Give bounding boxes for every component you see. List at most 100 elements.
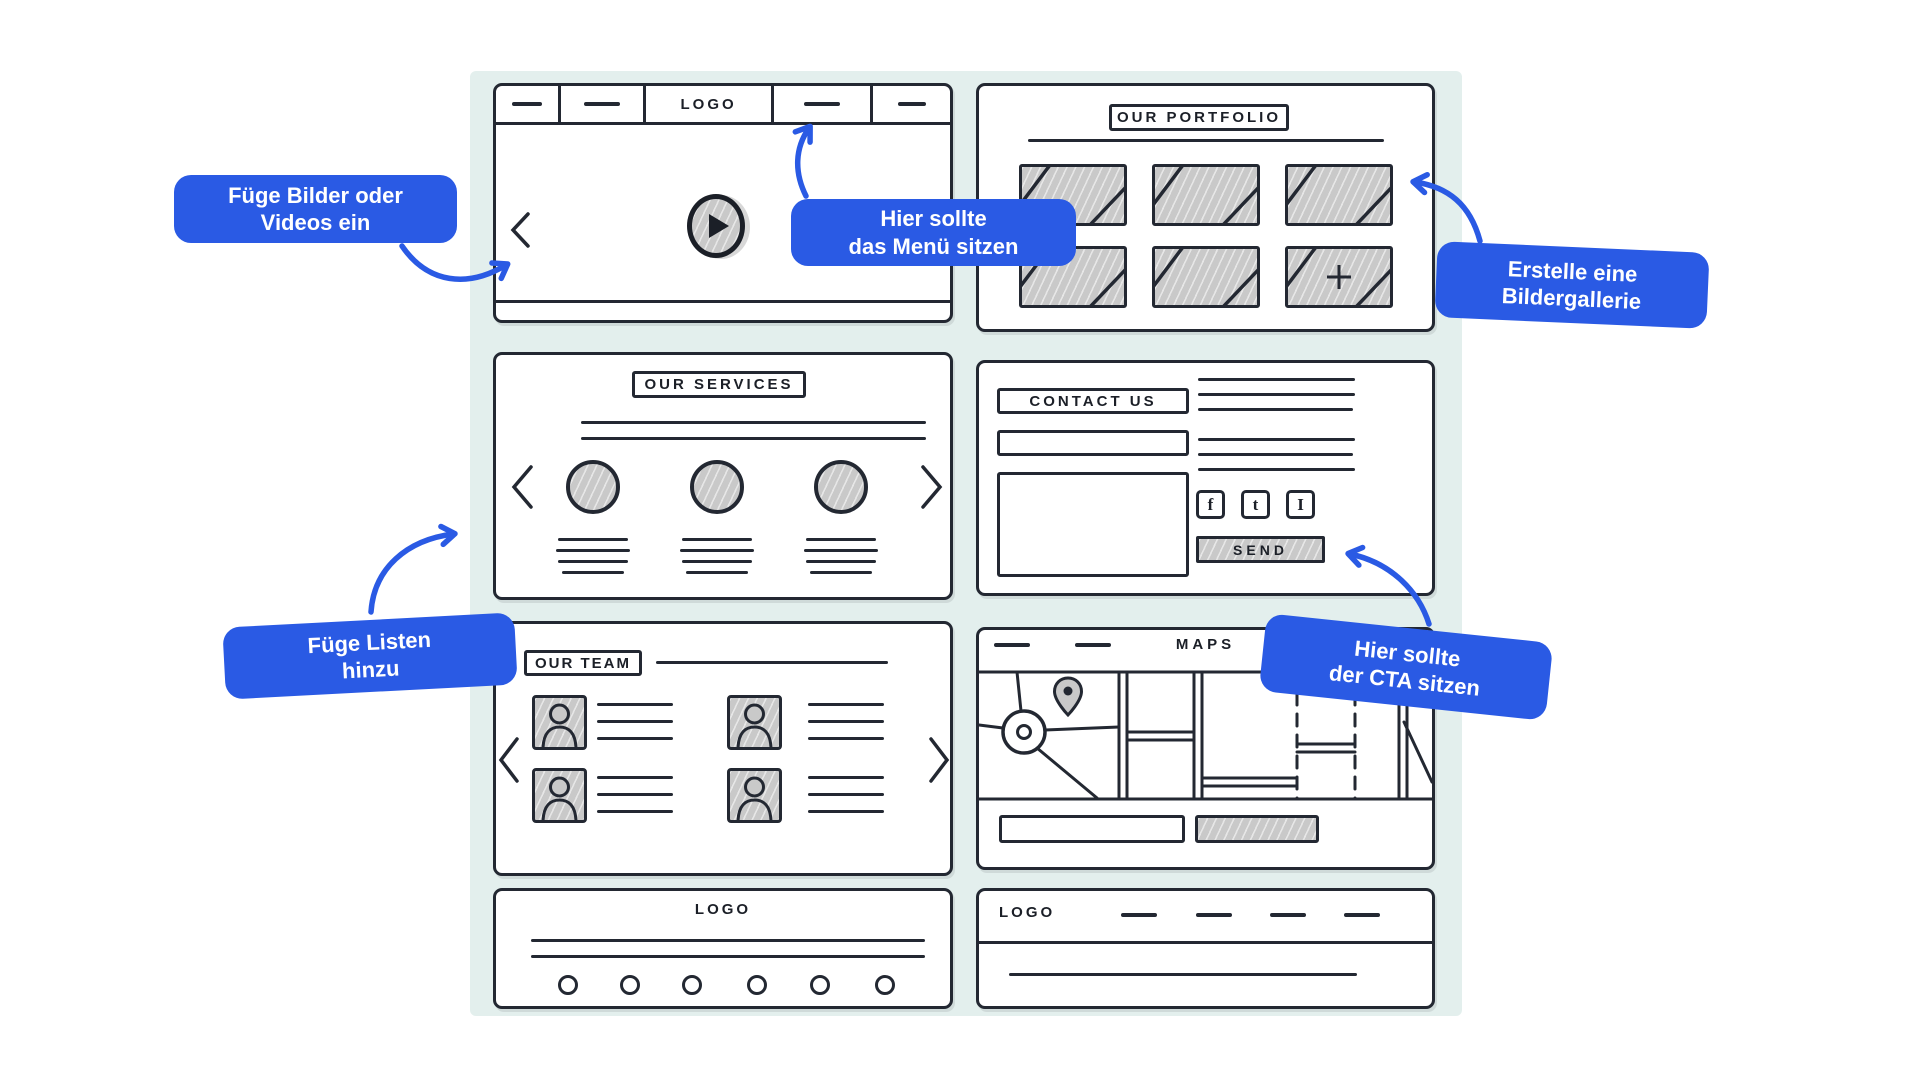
gallery-thumbnail <box>1152 246 1260 308</box>
placeholder-line <box>656 661 888 664</box>
menu-item-placeholder <box>561 86 647 122</box>
twitter-icon: t <box>1241 490 1270 519</box>
menu-item-placeholder <box>873 86 950 122</box>
contact-title: CONTACT US <box>997 388 1189 414</box>
callout-text-line: hinzu <box>341 655 401 684</box>
callout-text-line: Videos ein <box>260 210 371 235</box>
gallery-thumbnail <box>1152 164 1260 226</box>
map-pin-icon <box>1052 676 1084 718</box>
services-title: OUR SERVICES <box>632 371 806 398</box>
menu-dash <box>584 102 621 106</box>
team-member-avatar <box>532 768 587 823</box>
menu-item-placeholder <box>496 86 562 122</box>
wireframe-footer-left: LOGO <box>493 888 953 1009</box>
callout-text-line: Bildergallerie <box>1501 282 1642 315</box>
contact-textarea-field <box>997 472 1189 577</box>
wireframe-contact-section: CONTACT US f t I SEND <box>976 360 1435 596</box>
map-button <box>1195 815 1319 843</box>
placeholder-line <box>804 549 878 552</box>
menu-dash <box>897 102 926 106</box>
logo-text: LOGO <box>646 86 775 122</box>
footer-divider <box>979 941 1432 944</box>
footer-logo-text: LOGO <box>999 904 1056 921</box>
team-title: OUR TEAM <box>524 650 642 676</box>
menu-bar: LOGO <box>496 86 950 125</box>
placeholder-line <box>597 810 673 813</box>
send-button: SEND <box>1196 536 1325 563</box>
placeholder-line <box>1198 468 1355 471</box>
placeholder-line <box>806 560 876 563</box>
placeholder-line <box>808 810 884 813</box>
placeholder-line <box>1198 453 1353 456</box>
map-input-field <box>999 815 1185 843</box>
placeholder-line <box>808 793 884 796</box>
placeholder-line <box>581 437 926 440</box>
placeholder-line <box>808 737 884 740</box>
menu-dash <box>804 102 841 106</box>
menu-dash <box>512 102 543 106</box>
team-member-avatar <box>727 695 782 750</box>
placeholder-line <box>682 538 752 541</box>
placeholder-line <box>531 939 925 942</box>
footer-dot <box>558 975 578 995</box>
footer-logo-text: LOGO <box>694 901 752 918</box>
callout-text-line: Hier sollte <box>880 206 987 232</box>
placeholder-line <box>597 776 673 779</box>
callout-text-line: Füge Listen <box>306 626 432 658</box>
menu-dash <box>994 643 1030 647</box>
placeholder-line <box>806 538 876 541</box>
wireframe-footer-right: LOGO <box>976 888 1435 1009</box>
callout-menu: Hier sollte das Menü sitzen <box>791 199 1076 266</box>
menu-dash <box>1270 913 1306 917</box>
placeholder-line <box>808 776 884 779</box>
carousel-left-chevron-icon <box>509 212 531 248</box>
placeholder-line <box>1198 408 1353 411</box>
placeholder-line <box>680 549 754 552</box>
service-item-circle <box>566 460 620 514</box>
wireframe-services-section: OUR SERVICES <box>493 352 953 600</box>
callout-gallery: Erstelle eine Bildergallerie <box>1434 241 1710 329</box>
map-illustration <box>979 670 1432 801</box>
instagram-icon: I <box>1286 490 1315 519</box>
menu-item-placeholder <box>774 86 874 122</box>
menu-dash <box>1121 913 1157 917</box>
callout-lists: Füge Listen hinzu <box>222 612 518 700</box>
placeholder-line <box>808 720 884 723</box>
callout-text-line: das Menü sitzen <box>848 233 1019 259</box>
placeholder-line <box>597 703 673 706</box>
menu-dash <box>1075 643 1111 647</box>
callout-images: Füge Bilder oder Videos ein <box>174 175 457 243</box>
footer-dot <box>810 975 830 995</box>
placeholder-line <box>810 571 872 574</box>
placeholder-line <box>558 560 628 563</box>
gallery-thumbnail <box>1285 164 1393 226</box>
team-member-avatar <box>727 768 782 823</box>
placeholder-line <box>597 737 673 740</box>
carousel-left-chevron-icon <box>498 737 520 783</box>
contact-input-field <box>997 430 1189 456</box>
facebook-icon: f <box>1196 490 1225 519</box>
team-member-avatar <box>532 695 587 750</box>
placeholder-line <box>682 560 752 563</box>
placeholder-line <box>558 538 628 541</box>
gallery-add-thumbnail <box>1285 246 1393 308</box>
plus-icon <box>1327 265 1351 289</box>
footer-dot <box>682 975 702 995</box>
placeholder-line <box>597 793 673 796</box>
footer-dot <box>747 975 767 995</box>
placeholder-line <box>1009 973 1357 976</box>
placeholder-line <box>581 421 926 424</box>
placeholder-line <box>1198 438 1355 441</box>
placeholder-line <box>808 703 884 706</box>
menu-dash <box>1344 913 1380 917</box>
play-triangle <box>709 214 729 238</box>
arrow-lists <box>368 523 458 615</box>
footer-dot <box>875 975 895 995</box>
placeholder-line <box>1028 139 1384 142</box>
placeholder-line <box>556 549 630 552</box>
callout-text-line: Füge Bilder oder <box>228 182 403 208</box>
service-item-circle <box>690 460 744 514</box>
carousel-right-chevron-icon <box>928 737 950 783</box>
wireframe-team-section: OUR TEAM <box>493 621 953 876</box>
carousel-left-chevron-icon <box>510 465 534 509</box>
